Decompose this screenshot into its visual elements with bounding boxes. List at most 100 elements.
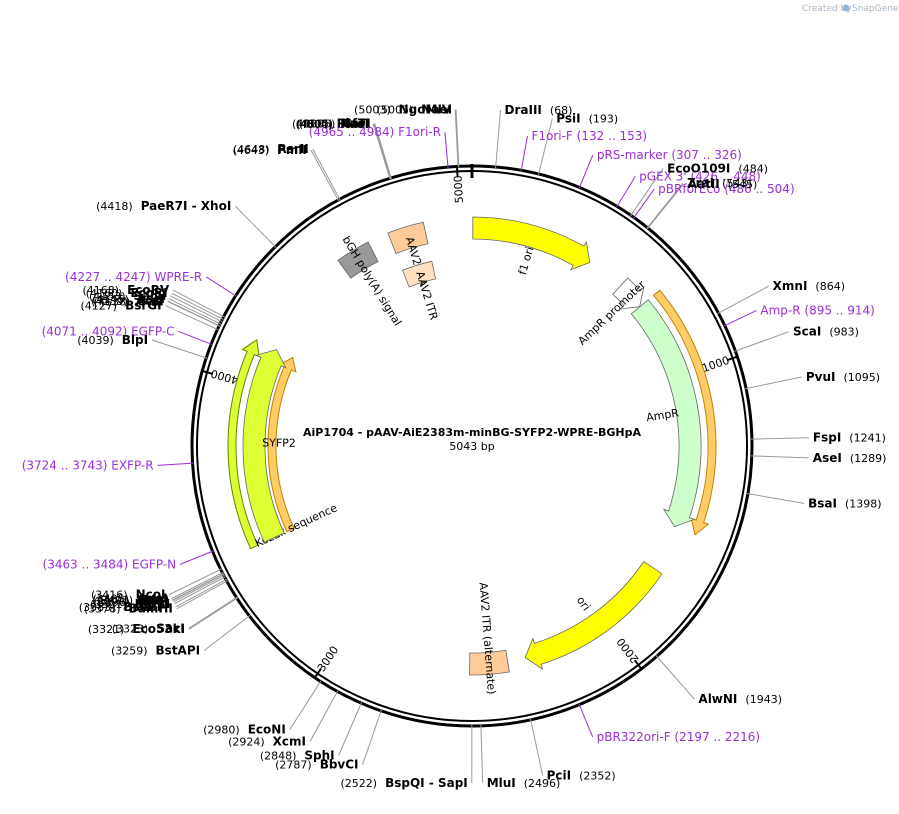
bgh-poly-a-signal-feature xyxy=(337,241,379,279)
tick-label: 3000 xyxy=(315,644,341,674)
primer-leader xyxy=(578,154,594,189)
site-pcii: PciI(2352) xyxy=(547,769,616,783)
site-leader xyxy=(167,300,221,327)
site-alwni: AlwNI(1943) xyxy=(698,692,782,706)
site-leader xyxy=(173,574,225,603)
site-blpi: (4039)BlpI xyxy=(77,333,148,347)
aav2-itr-feature xyxy=(387,221,429,254)
site-leader xyxy=(537,118,553,176)
site-bstbi: (3391)BstBI xyxy=(90,597,170,611)
site-scai: ScaI(983) xyxy=(793,325,859,339)
ampr-promoter-feature xyxy=(612,277,645,310)
site-afei: (3401)AfeI xyxy=(97,593,169,607)
tick-mark xyxy=(633,659,643,671)
syfp2-label: SYFP2 xyxy=(262,436,296,449)
tick-label: 2000 xyxy=(614,635,641,665)
primer-pbrforeco: pBRforEco (486 .. 504) xyxy=(658,182,794,196)
site-leader xyxy=(495,110,502,169)
site-leader xyxy=(188,596,238,629)
site-bsrgi: (4127)BsrGI xyxy=(81,299,162,313)
site-leader xyxy=(309,690,339,742)
primer-leader xyxy=(178,330,213,345)
site-leader xyxy=(172,573,225,601)
tick-mark xyxy=(726,355,739,362)
site-leader xyxy=(374,123,392,180)
site-zrai: ZraI(543) xyxy=(687,176,752,190)
site-leader xyxy=(175,578,228,608)
primer-leader xyxy=(578,703,594,738)
site-paer7i: (4418)PaeR7I - XhoI xyxy=(96,199,231,213)
site-agei: (3405)AgeI xyxy=(92,592,167,606)
primer-leader xyxy=(157,462,194,466)
tick-label: 5000 xyxy=(451,175,465,204)
site-nari: (4805)NarI xyxy=(296,117,369,131)
primer-egfp-n: (3463 .. 3484) EGFP-N xyxy=(43,557,177,571)
site-bsabi: (3383)BsaBI * xyxy=(79,600,173,614)
site-sphi: (2848)SphI xyxy=(260,748,335,762)
primer-leader xyxy=(616,176,636,208)
site-leader xyxy=(529,718,544,776)
site-leader-lines xyxy=(151,109,809,784)
site-leader xyxy=(310,149,340,202)
site-sfoi: (4806)SfoI xyxy=(299,117,370,131)
ampr-label: AmpR xyxy=(645,406,680,424)
site-leader xyxy=(646,183,685,230)
site-leader xyxy=(750,455,809,459)
site-bamhi: (3378)BamHI xyxy=(84,602,173,616)
aav2-itr-alternate-feature xyxy=(469,649,510,676)
primer-f1ori-r: (4965 .. 4984) F1ori-R xyxy=(309,125,441,139)
site-leader xyxy=(480,724,484,783)
site-leader xyxy=(744,376,802,390)
site-leader xyxy=(170,295,223,323)
site-eco53ki: (3321)Eco53kI xyxy=(88,622,185,636)
site-leader xyxy=(171,571,224,600)
primer-prs-marker: pRS-marker (307 .. 326) xyxy=(597,148,742,162)
site-naei: (5005)NaeI xyxy=(377,102,452,116)
site-ecoo109i: EcoO109I(484) xyxy=(667,161,768,175)
site-leader xyxy=(169,568,222,595)
site-asei: AseI(1289) xyxy=(813,451,887,465)
primer-leader xyxy=(632,188,655,219)
primer-exfp-r: (3724 .. 3743) EXFP-R xyxy=(22,458,154,472)
site-bbvci: (2787)BbvCI xyxy=(275,758,358,772)
site-ncoi: (3416)NcoI xyxy=(91,587,165,601)
tick-mark xyxy=(455,165,459,178)
ori-label: ori xyxy=(574,594,593,613)
site-leader xyxy=(646,182,684,229)
primer-leader xyxy=(444,132,449,169)
tick-mark xyxy=(201,369,214,375)
ori-feature xyxy=(524,560,663,671)
site-leader xyxy=(172,289,225,318)
site-econi: (2980)EcoNI xyxy=(203,722,286,736)
site-pmli: (4643)PmlI xyxy=(232,143,306,157)
site-leader xyxy=(151,339,208,359)
aav2-itr-2-label: AAV2 ITR xyxy=(413,270,440,322)
ampr-feature xyxy=(630,299,702,528)
site-kasi: (4804)KasI xyxy=(296,117,370,131)
site-leader xyxy=(203,614,251,651)
plasmid-name: AiP1704 - pAAV-AiE2383m-minBG-SYFP2-WPRE… xyxy=(303,426,642,439)
syfp2-feature xyxy=(242,349,287,543)
primer-egfp-c: (4071 .. 4092) EGFP-C xyxy=(42,324,175,338)
site-nhei: (3396)NheI xyxy=(93,595,169,609)
site-leader xyxy=(362,709,382,765)
primer-layer: (4965 .. 4984) F1ori-R F1ori-F (132 .. 15… xyxy=(22,125,875,744)
site-pvui: PvuI(1095) xyxy=(806,370,880,384)
site-leader xyxy=(455,109,460,168)
primer-leader xyxy=(520,135,528,172)
primer-f1ori-f: F1ori-F (132 .. 153) xyxy=(531,129,647,143)
site-sacii: (4153)SacII xyxy=(89,289,166,303)
site-leader xyxy=(717,285,769,315)
primer-leader xyxy=(723,310,757,327)
watermark-brand: SnapGene xyxy=(852,4,899,14)
site-bmti: (3400)BmtI xyxy=(92,593,168,607)
site-bspqi: (2522)BspQI - SapI xyxy=(341,776,468,790)
site-leader xyxy=(629,168,664,217)
site-pluti: (4808)PluTI xyxy=(292,116,371,130)
site-leader xyxy=(188,597,239,630)
site-leader xyxy=(171,292,224,320)
site-aatii: AatII(545) xyxy=(688,177,758,191)
site-leader xyxy=(234,205,277,248)
site-acci: (4139)AccI xyxy=(91,294,164,308)
